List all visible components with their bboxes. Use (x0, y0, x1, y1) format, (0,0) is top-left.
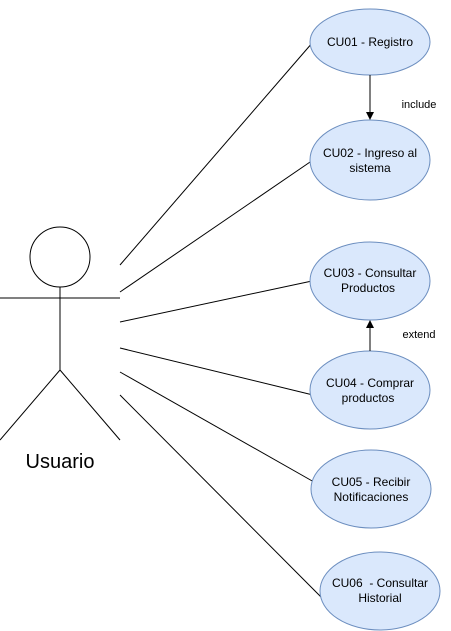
use-case-cu04[interactable]: CU04 - Comprar productos (309, 350, 431, 430)
use-case-label-line-2: Notificaciones (334, 490, 409, 504)
use-case-label-line-1: CU06 - Consultar (332, 576, 428, 590)
association-cu05[interactable] (119, 371, 315, 483)
use-case-ellipse[interactable] (319, 551, 441, 631)
actor-label: Usuario (26, 451, 95, 473)
actor-left-leg (0, 369, 61, 441)
include-label: include (402, 99, 437, 111)
association-cu01[interactable] (119, 41, 314, 266)
use-case-label: CU01 - Registro (327, 35, 413, 49)
associations (119, 41, 327, 603)
use-case-ellipse[interactable] (309, 119, 431, 201)
association-cu06[interactable] (119, 394, 327, 603)
use-case-cu06[interactable]: CU06 - Consultar Historial (319, 551, 441, 631)
use-case-label-line-2: Productos (341, 281, 395, 295)
use-case-label-line-2: productos (342, 391, 395, 405)
association-cu03[interactable] (119, 280, 313, 323)
extend-relation[interactable]: extend (366, 320, 436, 351)
extend-label: extend (402, 329, 435, 341)
use-case-label-line-1: CU05 - Recibir (332, 475, 411, 489)
use-case-label-line-2: sistema (349, 161, 391, 175)
include-relation[interactable]: include (366, 75, 437, 120)
use-case-label-line-1: CU03 - Consultar (324, 266, 417, 280)
actor-figure[interactable] (0, 226, 121, 441)
use-case-cu01[interactable]: CU01 - Registro (309, 8, 431, 76)
use-case-label-line-2: Historial (358, 591, 401, 605)
use-case-ellipse[interactable] (309, 350, 431, 430)
use-case-cu02[interactable]: CU02 - Ingreso al sistema (309, 119, 431, 201)
use-case-label-line-1: CU04 - Comprar (326, 376, 414, 390)
association-cu04[interactable] (119, 347, 314, 396)
use-case-cu05[interactable]: CU05 - Recibir Notificaciones (310, 449, 432, 529)
actor-right-leg (59, 369, 121, 441)
use-case-cu03[interactable]: CU03 - Consultar Productos (309, 241, 431, 321)
association-cu02[interactable] (119, 159, 314, 293)
actor-head (29, 226, 91, 288)
use-case-ellipse[interactable] (310, 449, 432, 529)
use-case-label-line-1: CU02 - Ingreso al (323, 146, 417, 160)
